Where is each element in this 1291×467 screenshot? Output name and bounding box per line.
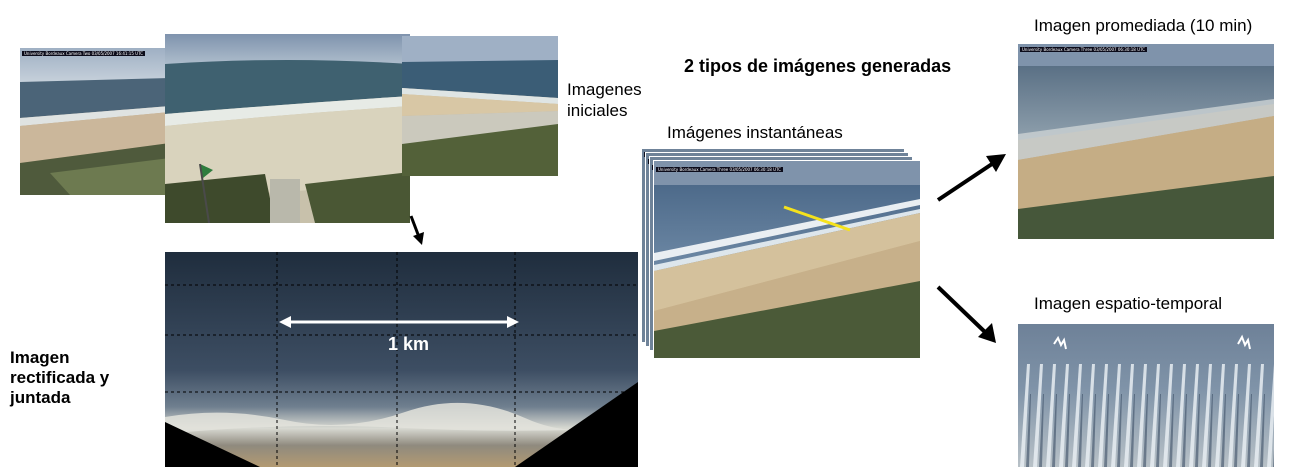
camera-overlay-text: University Bordeaux Camera Three 03/05/2…	[1020, 47, 1148, 52]
rectified-image	[165, 252, 638, 467]
generated-types-title: 2 tipos de imágenes generadas	[684, 56, 952, 76]
initial-image-center	[165, 34, 410, 223]
timestack-image-label: Imagen espatio-temporal	[1034, 294, 1223, 313]
arrow-up-right	[936, 154, 1006, 202]
camera-overlay-text: University Bordeaux Camera Three 03/05/2…	[656, 167, 784, 172]
camera-overlay-text: University Bordeaux Camera Two 03/05/200…	[22, 51, 146, 56]
initial-images-label: Imagenes iniciales	[567, 80, 642, 120]
rectified-image-label: Imagen rectificada y juntada	[10, 348, 110, 407]
snapshot-frame-1: University Bordeaux Camera Three 03/05/2…	[653, 160, 921, 359]
arrow-down-right	[936, 285, 996, 343]
averaged-image: University Bordeaux Camera Three 03/05/2…	[1018, 44, 1274, 239]
snapshot-images-label: Imágenes instantáneas	[667, 123, 843, 142]
timestack-image	[1018, 324, 1274, 467]
initial-image-left: University Bordeaux Camera Two 03/05/200…	[20, 48, 170, 195]
averaged-image-label: Imagen promediada (10 min)	[1034, 16, 1253, 35]
scale-label: 1 km	[388, 334, 430, 354]
down-arrow	[409, 215, 424, 245]
initial-image-right	[402, 36, 558, 176]
